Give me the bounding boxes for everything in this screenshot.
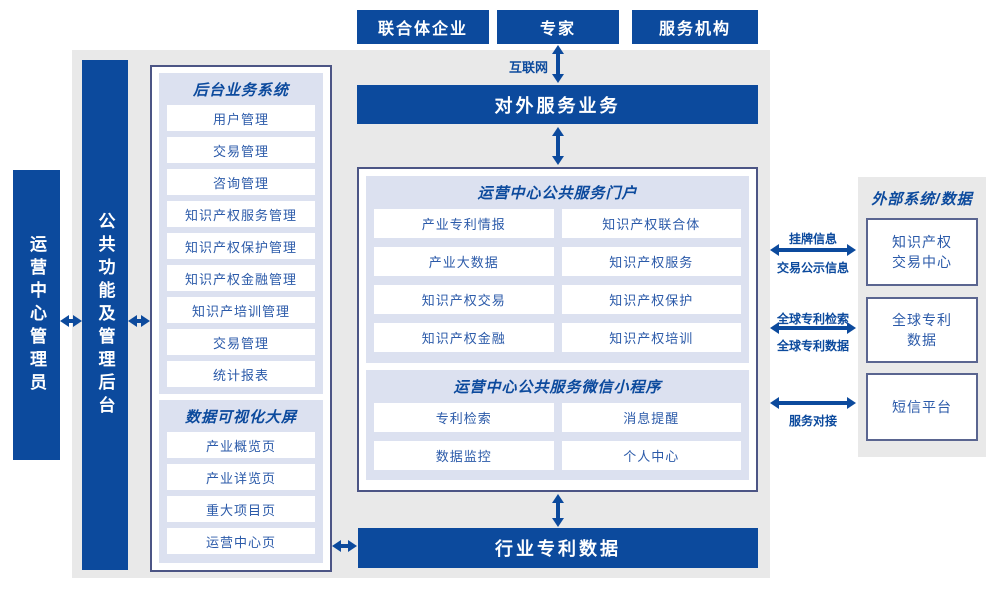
double-arrow-global-patent [770,321,856,334]
double-arrow-sms [770,396,856,409]
actor-box-expert: 专家 [497,10,619,44]
link-label-global-search: 全球专利检索 [776,312,849,326]
backend-item: 知识产权服务管理 [167,201,315,227]
double-arrow-internet [551,45,564,83]
double-arrow-portal-data [551,494,564,527]
internet-label: 互联网 [508,60,548,75]
miniprogram-panel-title: 运营中心公共服务微信小程序 [453,379,662,396]
portal-panel-title: 运营中心公共服务门户 [477,185,638,202]
backend-item: 咨询管理 [167,169,315,195]
backend-item: 交易管理 [167,137,315,163]
backend-panel-title: 后台业务系统 [192,82,289,99]
portal-item: 知识产权联合体 [561,209,741,238]
backend-panel: 后台业务系统 用户管理 交易管理 咨询管理 知识产权服务管理 知识产权保护管理 … [159,73,323,394]
portal-item: 产业专利情报 [374,209,554,238]
external-service-bar: 对外服务业务 [357,85,758,124]
miniprogram-item: 消息提醒 [561,403,741,432]
portal-item: 知识产权交易 [374,285,554,314]
link-label-service-connect: 服务对接 [788,414,837,428]
external-box-line: 短信平台 [892,398,952,415]
portal-item: 知识产权服务 [561,247,741,276]
double-arrow-admin-backend [60,314,82,327]
actor-box-consortium: 联合体企业 [357,10,489,44]
miniprogram-item: 个人中心 [561,441,741,470]
backend-item-list: 用户管理 交易管理 咨询管理 知识产权服务管理 知识产权保护管理 知识产权金融管… [159,100,323,387]
double-arrow-backend-panel [128,314,150,327]
miniprogram-item: 数据监控 [374,441,554,470]
miniprogram-panel: 运营中心公共服务微信小程序 专利检索 消息提醒 数据监控 个人中心 [366,370,749,480]
portal-item: 知识产权金融 [374,323,554,352]
backend-item: 交易管理 [167,329,315,355]
link-label-global-data: 全球专利数据 [776,339,849,353]
portal-panel: 运营中心公共服务门户 产业专利情报 知识产权联合体 产业大数据 知识产权服务 知… [366,176,749,363]
external-box-ip-exchange: 知识产权 交易中心 [866,218,978,286]
double-arrow-dashboard-data [332,539,357,552]
external-box-global-patent: 全球专利 数据 [866,297,978,363]
dashboard-item: 产业详览页 [167,464,315,490]
dashboard-item: 重大项目页 [167,496,315,522]
actor-box-service-agency: 服务机构 [632,10,758,44]
backend-item: 知识产权保护管理 [167,233,315,259]
link-label-listing-info: 挂牌信息 [788,232,837,246]
backend-item: 统计报表 [167,361,315,387]
double-arrow-service-portal [551,127,564,165]
external-box-line: 数据 [907,332,937,348]
miniprogram-item-grid: 专利检索 消息提醒 数据监控 个人中心 [366,397,749,470]
backend-item: 知识产权金融管理 [167,265,315,291]
external-box-sms: 短信平台 [866,373,978,441]
double-arrow-ip-exchange [770,243,856,256]
public-functions-bar: 公共功能及管理后台 [82,60,128,570]
dashboard-panel: 数据可视化大屏 产业概览页 产业详览页 重大项目页 运营中心页 [159,400,323,563]
portal-item-grid: 产业专利情报 知识产权联合体 产业大数据 知识产权服务 知识产权交易 知识产权保… [366,203,749,352]
external-box-line: 知识产权 [892,233,952,250]
portal-item: 产业大数据 [374,247,554,276]
center-container: 运营中心公共服务门户 产业专利情报 知识产权联合体 产业大数据 知识产权服务 知… [357,167,758,492]
link-label-trade-publicity: 交易公示信息 [776,261,849,275]
operator-admin-bar: 运营中心管理员 [13,170,60,460]
dashboard-panel-title: 数据可视化大屏 [184,409,297,426]
miniprogram-item: 专利检索 [374,403,554,432]
dashboard-item-list: 产业概览页 产业详览页 重大项目页 运营中心页 [159,427,323,554]
external-box-line: 全球专利 [892,311,952,328]
portal-item: 知识产权保护 [561,285,741,314]
left-container: 后台业务系统 用户管理 交易管理 咨询管理 知识产权服务管理 知识产权保护管理 … [150,65,332,572]
industry-patent-data-bar: 行业专利数据 [358,528,758,568]
dashboard-item: 产业概览页 [167,432,315,458]
backend-item: 用户管理 [167,105,315,131]
external-box-line: 交易中心 [892,254,952,270]
external-panel-title: 外部系统/数据 [871,191,973,208]
dashboard-item: 运营中心页 [167,528,315,554]
backend-item: 知识产培训管理 [167,297,315,323]
portal-item: 知识产权培训 [561,323,741,352]
